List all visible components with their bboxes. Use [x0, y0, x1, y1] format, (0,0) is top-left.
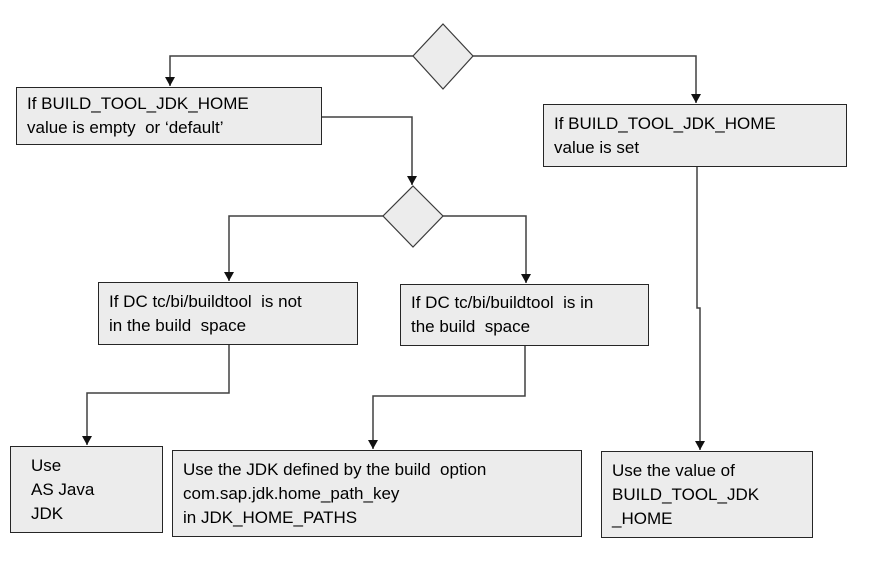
node-cond-dc-not-in-buildspace: If DC tc/bi/buildtool is not in the buil… — [98, 282, 358, 345]
decision-buildtool-diamond — [382, 185, 444, 248]
node-result-as-java-jdk: Use AS Java JDK — [10, 446, 163, 533]
edge-start-to-value-set — [473, 55, 701, 103]
node-cond-value-set: If BUILD_TOOL_JDK_HOME value is set — [543, 104, 847, 167]
node-result-build-option-jdk: Use the JDK defined by the build option … — [172, 450, 582, 537]
node-cond-dc-in-buildspace: If DC tc/bi/buildtool is in the build sp… — [400, 284, 649, 346]
edge-dc-in-to-build-option — [368, 346, 526, 449]
decision-start-diamond — [412, 23, 474, 90]
node-result-build-tool-jdk-home: Use the value of BUILD_TOOL_JDK _HOME — [601, 451, 813, 538]
edge-value-set-to-jdk-home — [695, 167, 705, 450]
edge-dc-not-in-to-as-java-jdk — [82, 345, 230, 445]
node-cond-empty-or-default: If BUILD_TOOL_JDK_HOME value is empty or… — [16, 87, 322, 145]
edge-empty-default-to-decision — [322, 116, 417, 185]
edge-decision-to-dc-in — [443, 215, 531, 283]
edge-decision-to-dc-not-in — [224, 215, 383, 281]
edge-start-to-empty-default — [165, 55, 413, 86]
